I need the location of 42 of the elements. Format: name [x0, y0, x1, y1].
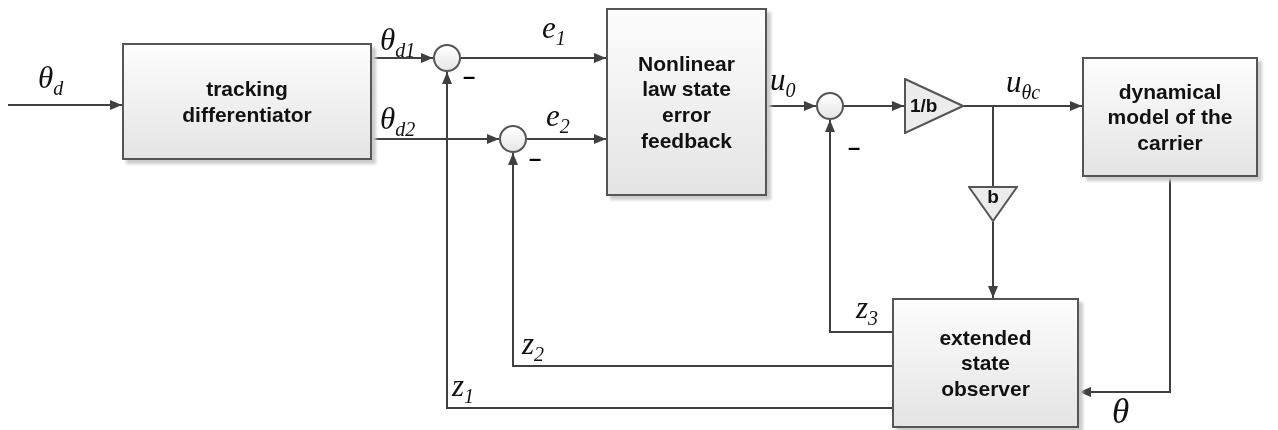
signal-label: θ$_{d1}$	[380, 24, 416, 60]
signal-label: u$_{θc}$	[1006, 66, 1041, 102]
signal-label: z$_{3}$	[856, 292, 879, 328]
signal-arrow	[1078, 176, 1171, 397]
process-box	[1082, 57, 1258, 177]
block-label: extended state observer	[938, 324, 1033, 402]
gain-label: b	[987, 186, 999, 208]
signal-arrow	[526, 134, 607, 144]
signal-arrow	[843, 101, 905, 111]
signal-arrow	[7, 100, 123, 110]
block-label: dynamical model of the carrier	[1106, 78, 1234, 156]
signal-arrow	[766, 101, 817, 111]
signal-label: θ$_{d}$	[38, 62, 64, 98]
signal-arrow	[508, 152, 893, 367]
signal-arrow	[371, 134, 500, 144]
signal-line	[963, 105, 994, 187]
signal-label: e$_{2}$	[546, 100, 570, 136]
block-label: tracking differentiator	[181, 75, 313, 128]
process-box	[892, 298, 1079, 428]
summing-junction	[433, 44, 461, 72]
gain-triangle	[968, 186, 1018, 222]
summing-junction	[816, 92, 844, 120]
signal-arrow	[460, 53, 607, 63]
gain-triangle	[904, 78, 964, 134]
process-box	[122, 43, 372, 160]
signal-label: θ$_{d2}$	[380, 103, 416, 139]
minus-sign: –	[463, 66, 476, 88]
summing-junction	[499, 125, 527, 153]
block-label: Nonlinear law state error feedback	[637, 50, 736, 154]
signal-label: e$_{1}$	[542, 12, 566, 48]
minus-sign: –	[529, 148, 542, 170]
signal-label: z$_{2}$	[522, 328, 545, 364]
signal-label: θ	[1112, 394, 1130, 429]
signal-arrow	[825, 119, 893, 333]
gain-label: 1/b	[910, 95, 938, 117]
signal-arrow	[988, 221, 998, 299]
minus-sign: –	[848, 137, 861, 159]
signal-label: z$_{1}$	[452, 370, 475, 406]
signal-arrow	[371, 53, 434, 63]
process-box	[606, 8, 767, 196]
signal-arrow	[442, 71, 893, 409]
signal-label: u$_{0}$	[770, 64, 796, 100]
